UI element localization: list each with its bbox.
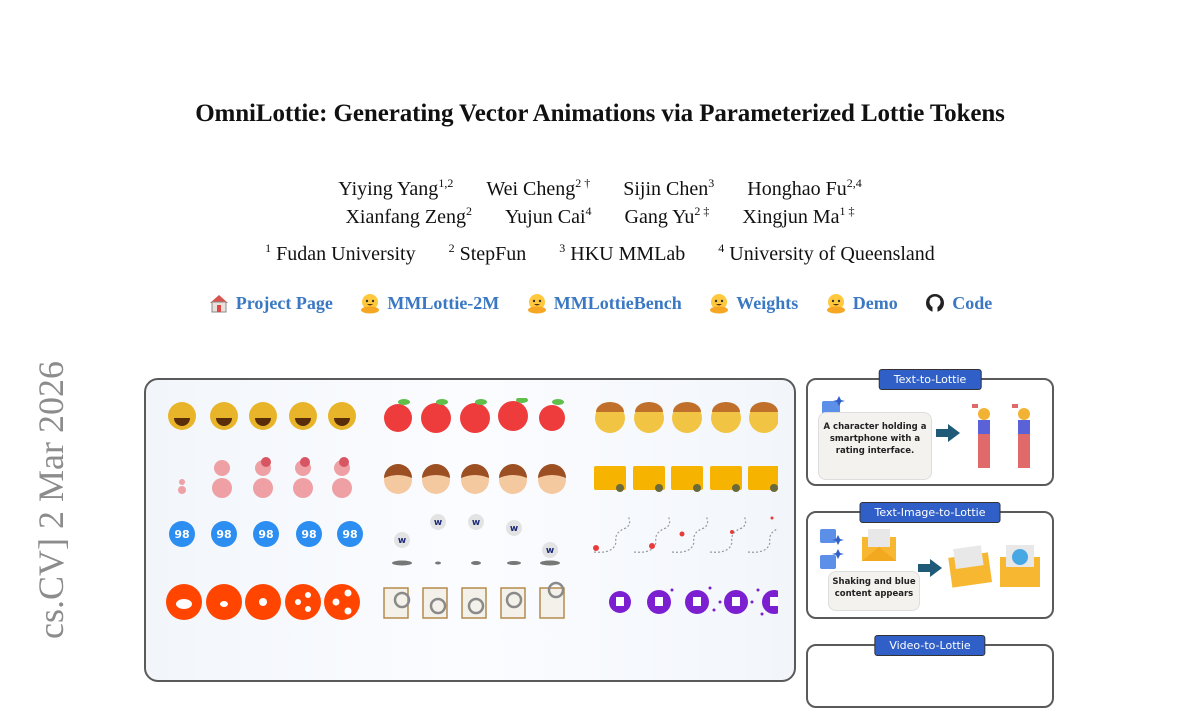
code-link[interactable]: Code (924, 292, 992, 314)
svg-text:98: 98 (216, 528, 231, 541)
hugging-face-icon (826, 294, 845, 314)
svg-text:w: w (546, 546, 554, 556)
weights-link[interactable]: Weights (708, 292, 798, 314)
author-list-row-1: Yiying Yang1,2 Wei Cheng2 † Sijin Chen3 … (0, 176, 1200, 201)
gallery-row-4-icons (166, 581, 778, 620)
author: Yujun Cai4 (504, 204, 592, 228)
clipboard-search-icon (383, 581, 565, 619)
paper-title: OmniLottie: Generating Vector Animations… (195, 100, 1005, 127)
hugging-face-icon (361, 294, 380, 314)
boy-face-icon (384, 464, 566, 494)
gallery-row: 98 98 98 98 98 w w w w w (162, 512, 778, 572)
svg-text:98: 98 (342, 528, 357, 541)
hugging-face-icon (710, 294, 729, 314)
affiliation: 4 University of Queensland (718, 241, 935, 265)
author: Gang Yu2 ‡ (624, 204, 710, 228)
music-folder-search-icon (594, 466, 778, 492)
prompt-bubble: Shaking and blue content appears (828, 571, 920, 611)
house-icon (209, 295, 228, 313)
affiliations: 1 Fudan University 2 StepFun 3 HKU MMLab… (0, 241, 1200, 266)
leaf-icon (398, 398, 564, 405)
panel-tag: Video-to-Lottie (874, 635, 986, 656)
hugging-face-icon (527, 294, 546, 314)
arxiv-stamp: cs.CV] 2 Mar 2026 (31, 361, 71, 639)
text-to-lottie-panel: Text-to-Lottie A character holding a sma… (806, 369, 1054, 486)
gallery-row (162, 456, 778, 500)
gallery-row-2-icons (178, 457, 778, 498)
arrow-right-icon (936, 424, 960, 442)
envelope-animation-icon (948, 545, 1040, 588)
character-smartphone-icon (972, 404, 1030, 468)
author: Wei Cheng2 † (486, 176, 591, 200)
image-and-prompt-icon (820, 529, 844, 569)
gallery-row (162, 580, 778, 624)
mmlottie-2m-link[interactable]: MMLottie-2M (359, 292, 499, 314)
envelope-icon (862, 529, 896, 561)
gallery-row (162, 398, 778, 438)
svg-text:98: 98 (258, 528, 273, 541)
svg-text:w: w (510, 524, 518, 534)
panel-tag: Text-Image-to-Lottie (859, 502, 1001, 523)
affiliation: 1 Fudan University (265, 241, 416, 265)
animation-gallery: 98 98 98 98 98 w w w w w (144, 378, 796, 682)
project-page-link[interactable]: Project Page (208, 292, 333, 314)
author: Xianfang Zeng2 (345, 204, 472, 228)
affiliation: 2 StepFun (448, 241, 527, 265)
svg-text:98: 98 (174, 528, 189, 541)
author: Xingjun Ma1 ‡ (742, 204, 855, 228)
svg-text:w: w (472, 518, 480, 528)
prompt-bubble: A character holding a smartphone with a … (818, 412, 932, 480)
gallery-row-3-icons: 98 98 98 98 98 w w w w w (169, 514, 778, 566)
svg-text:98: 98 (301, 528, 316, 541)
bouncing-ball-icon: w w w w w (392, 514, 560, 566)
resource-links: Project Page MMLottie-2M MMLottieBench W… (0, 292, 1200, 319)
gallery-row-1-icons (168, 398, 778, 433)
badge-98-icon: 98 98 98 98 98 (169, 521, 363, 547)
author: Sijin Chen3 (623, 176, 715, 200)
grinning-face-icon (168, 402, 356, 430)
github-icon (926, 294, 945, 312)
demo-link[interactable]: Demo (825, 292, 898, 314)
video-to-lottie-panel: Video-to-Lottie (806, 635, 1054, 708)
text-image-to-lottie-panel: Text-Image-to-Lottie Shaking and blue co… (806, 502, 1054, 619)
author: Honghao Fu2,4 (747, 176, 862, 200)
panel-tag: Text-to-Lottie (878, 369, 982, 390)
arrow-right-icon (918, 559, 942, 577)
author-list-row-2: Xianfang Zeng2 Yujun Cai4 Gang Yu2 ‡ Xin… (0, 204, 1200, 229)
svg-text:w: w (398, 536, 406, 546)
author: Yiying Yang1,2 (338, 176, 454, 200)
map-route-pin-icon (593, 515, 778, 553)
svg-text:w: w (434, 518, 442, 528)
mmlottiebench-link[interactable]: MMLottieBench (526, 292, 682, 314)
affiliation: 3 HKU MMLab (559, 241, 686, 265)
apple-icon (384, 401, 565, 433)
worried-man-icon (595, 402, 778, 433)
